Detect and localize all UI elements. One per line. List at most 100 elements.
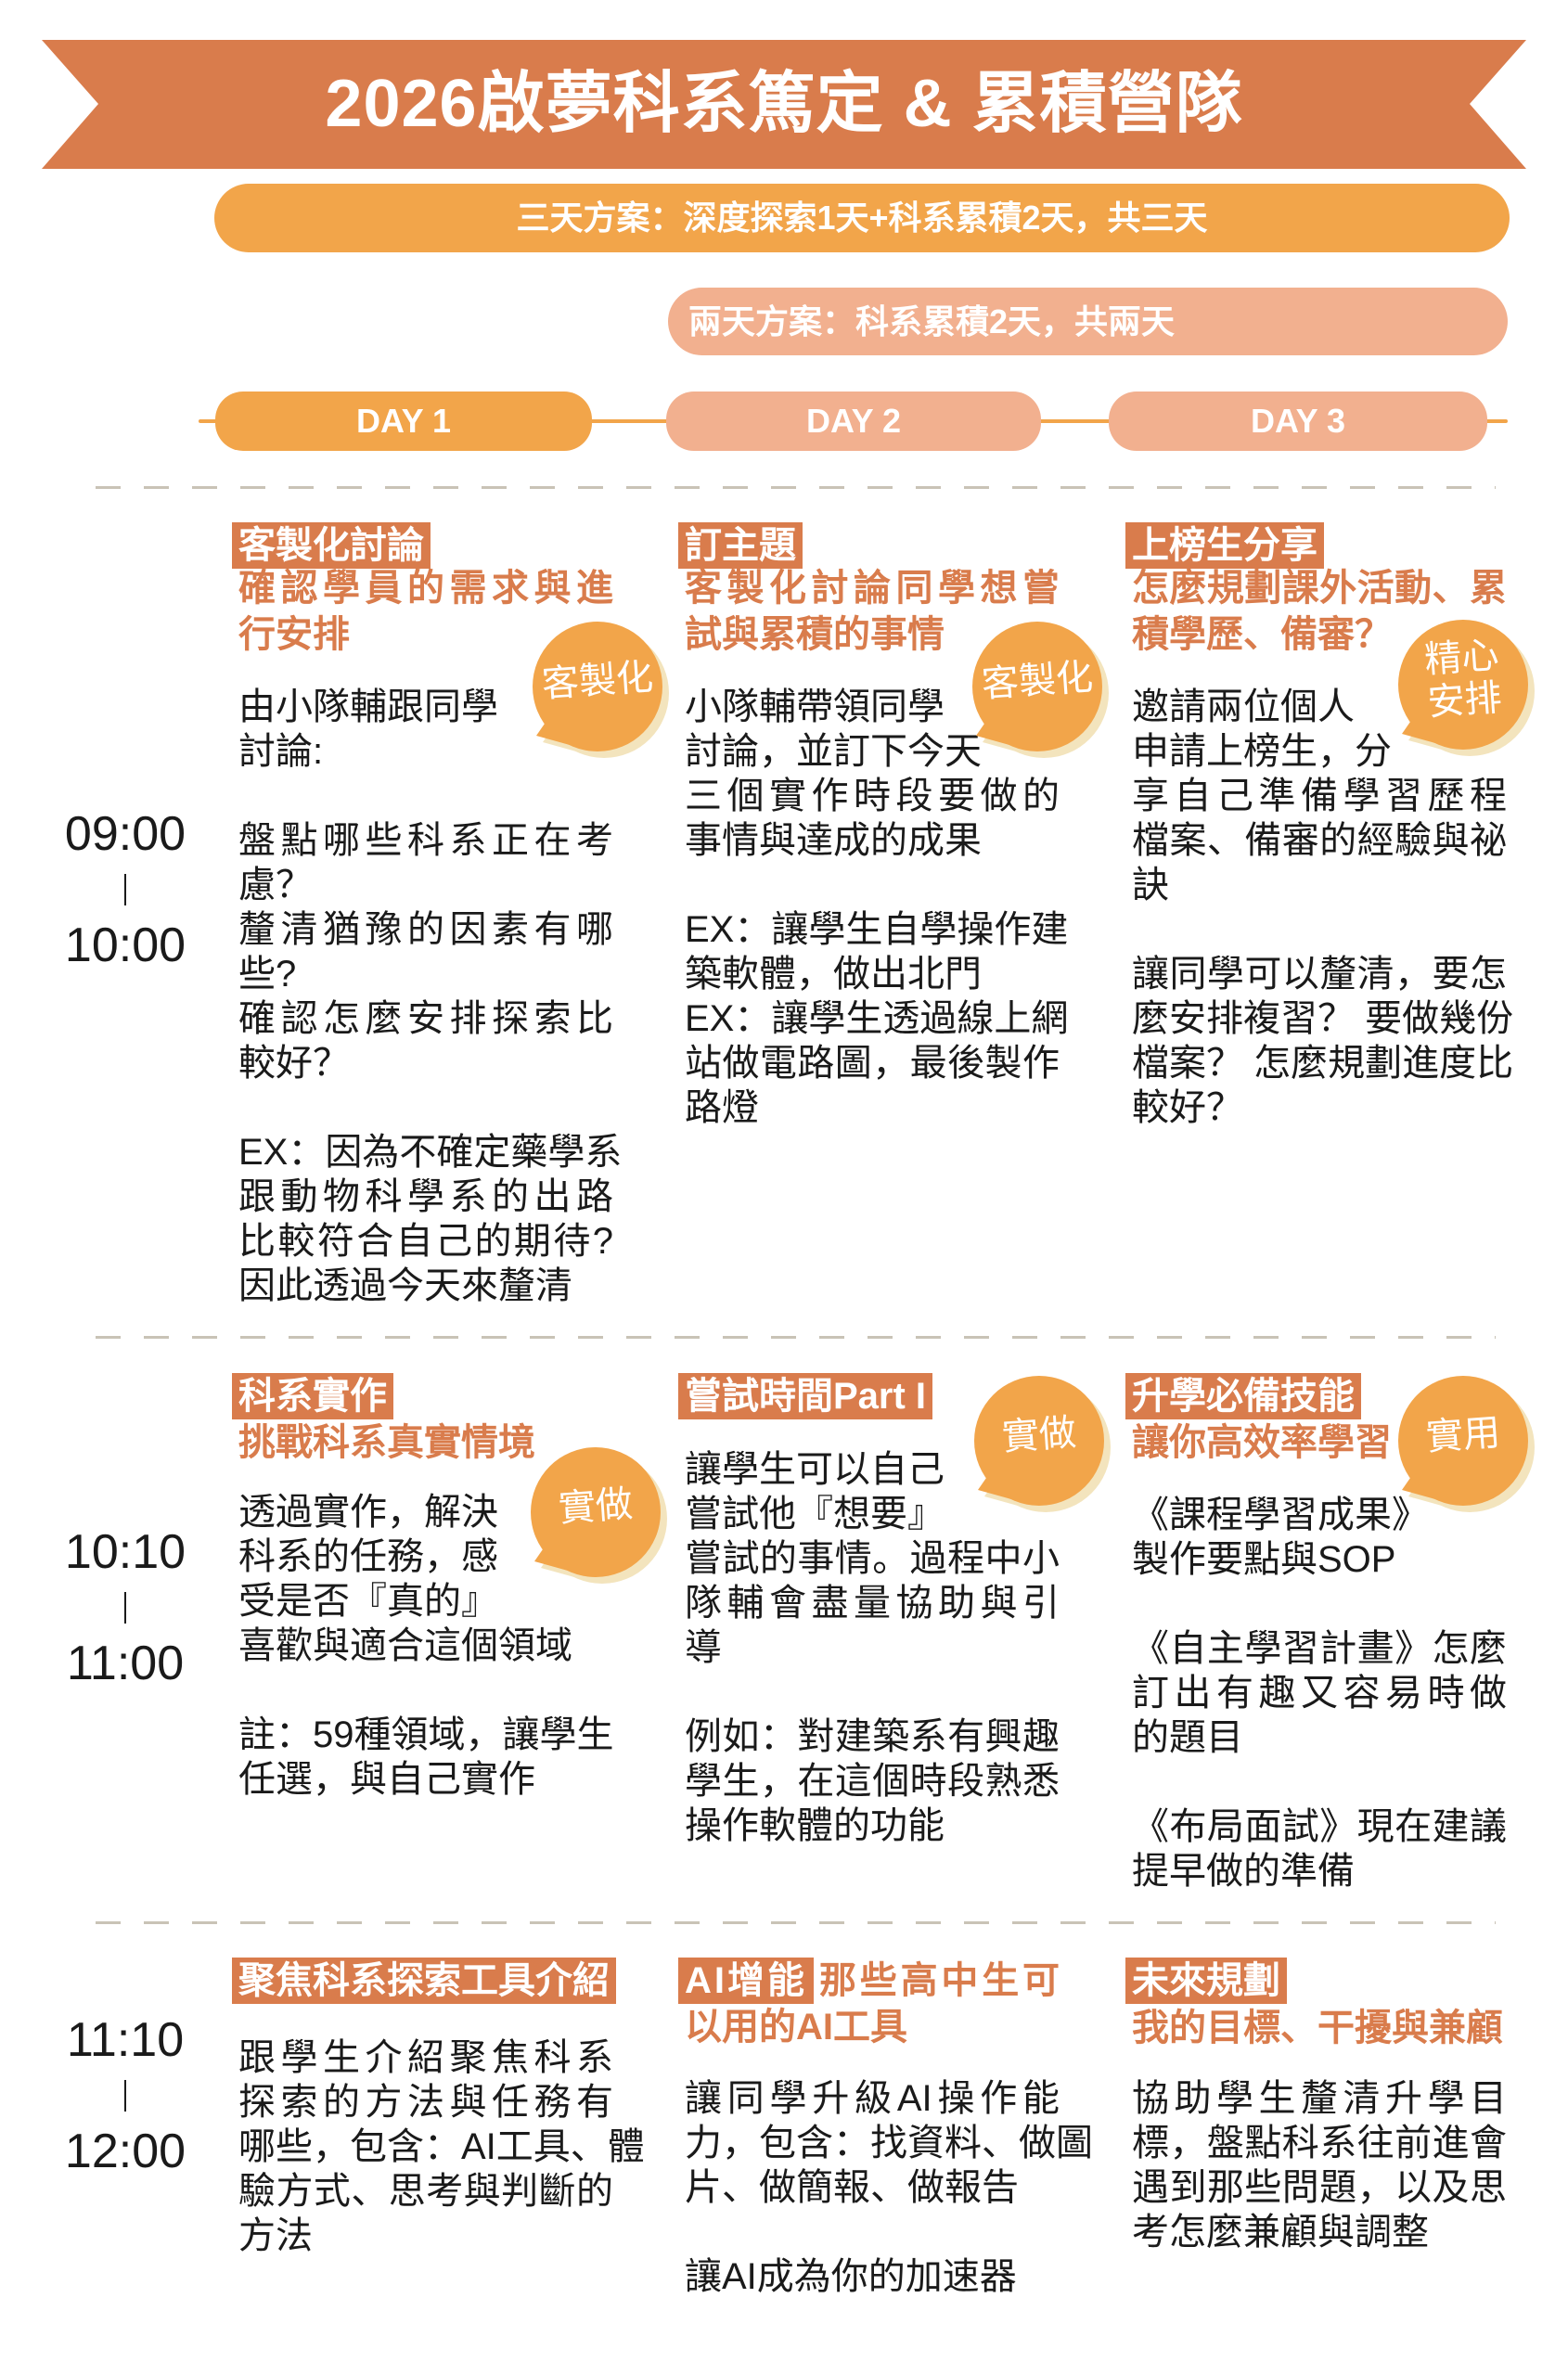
heading-line: 以用的AI工具 (685, 2007, 907, 2048)
bubble-line: 客製化 (540, 655, 655, 707)
bubble-line: 實用 (1424, 1411, 1502, 1459)
heading-line: 行安排 (238, 614, 350, 655)
paragraph: 《自主學習計畫》怎麼 訂出有趣又容易時做 的題目 (1132, 1626, 1507, 1760)
body-line: 標，盤點科系往前進會 (1132, 2123, 1507, 2163)
body-line: 討論，並訂下今天 (685, 731, 982, 772)
body-line: 事情與達成的成果 (685, 820, 982, 861)
speech-bubble-icon (533, 622, 669, 758)
page-title: 2026啟夢科系篤定 & 累積營隊 (325, 67, 1243, 141)
bubble-label: 實用 (1386, 1358, 1541, 1513)
body-line: 《課程學習成果》 (1132, 1495, 1429, 1535)
body-line: 訣 (1132, 865, 1169, 905)
bubble-line: 客製化 (980, 655, 1095, 707)
paragraph: 讓AI成為你的加速器 (685, 2254, 1060, 2299)
body-line: 透過實作，解決 (238, 1492, 498, 1533)
speech-bubble-badge: 實做 (967, 1368, 1125, 1526)
session-description: 透過實作，解決 科系的任務，感 受是否『真的』 喜歡與適合這個領域 註：59種領… (238, 1490, 614, 1802)
session-description: 小隊輔帶領同學 討論，並訂下今天 三個實作時段要做的 事情與達成的成果 EX：讓… (685, 685, 1068, 1130)
day-2-pill: DAY 2 (666, 392, 1041, 451)
day-1-pill: DAY 1 (215, 392, 592, 451)
session-heading-row: AI增能 那些高中生可 (678, 1958, 1060, 2004)
speech-bubble-icon (974, 1376, 1111, 1512)
time-end: 11:00 (66, 1637, 185, 1690)
session-description: 協助學生釐清升學目 標，盤點科系往前進會 遇到那些問題，以及思 考怎麼兼顧與調整 (1132, 2076, 1507, 2254)
bubble-line: 安排 (1426, 676, 1504, 725)
body-line: 討論: (238, 731, 324, 772)
heading-line: 我的目標、干擾與兼顧 (1132, 2008, 1503, 2048)
body-line: 探索的方法與任務有 (238, 2082, 613, 2123)
speech-bubble-badge: 精心 安排 (1391, 612, 1549, 770)
body-line: 方法 (238, 2215, 313, 2256)
paragraph: 跟學生介紹聚焦科系 探索的方法與任務有 哪些，包含：AI工具、體 驗方式、思考與… (238, 2035, 645, 2258)
paragraph: 《布局面試》現在建議 提早做的準備 (1132, 1804, 1507, 1894)
paragraph: 註：59種領域，讓學生 任選，與自己實作 (238, 1713, 614, 1802)
session-tag: 聚焦科系探索工具介紹 (232, 1958, 616, 2004)
body-line: 力，包含：找資料、做圖 (685, 2123, 1093, 2163)
paragraph: 讓同學升級AI操作能 力，包含：找資料、做圖 片、做簡報、做報告 (685, 2076, 1093, 2210)
session-tag: 未來規劃 (1125, 1958, 1287, 2004)
dashed-separator (96, 486, 1496, 489)
session-tag: 訂主題 (678, 522, 803, 569)
time-start: 11:10 (66, 2013, 185, 2067)
speech-bubble-badge: 實做 (523, 1440, 681, 1598)
body-line: 跟學生介紹聚焦科系 (238, 2037, 613, 2078)
body-line: 較好？ (238, 1043, 350, 1084)
body-line: 盤點哪些科系正在考 (238, 820, 613, 861)
body-line: 協助學生釐清升學目 (1132, 2078, 1507, 2119)
heading-line: 客製化討論同學想嘗 (685, 568, 1060, 609)
time-range-divider (51, 1580, 199, 1636)
speech-bubble-icon (1398, 1376, 1535, 1512)
body-line: 站做電路圖，最後製作 (685, 1043, 1060, 1084)
ribbon-shape (42, 40, 1526, 169)
session-heading: 確認學員的需求與進 行安排 (238, 565, 613, 658)
session-description: 讓學生可以自己 嘗試他『想要』 嘗試的事情。過程中小 隊輔會盡量協助與引 導 例… (685, 1447, 1060, 1848)
body-line: 片、做簡報、做報告 (685, 2167, 1019, 2208)
body-line: 《自主學習計畫》怎麼 (1132, 1628, 1507, 1669)
speech-bubble-badge: 實用 (1391, 1368, 1549, 1526)
session-time-range: 11:10 12:00 (51, 2012, 199, 2179)
speech-bubble-icon (972, 622, 1109, 758)
body-line: 跟動物科學系的出路 (238, 1176, 613, 1217)
body-line: 讓同學升級AI操作能 (685, 2078, 1060, 2119)
heading-line: 試與累積的事情 (685, 614, 945, 655)
session-tag: 嘗試時間Part I (678, 1373, 933, 1419)
session-tag: AI增能 (678, 1958, 814, 2004)
body-line: 讓同學可以釐清，要怎 (1132, 954, 1507, 995)
paragraph: 小隊輔帶領同學 討論，並訂下今天 三個實作時段要做的 事情與達成的成果 (685, 685, 1060, 863)
session-time-range: 10:10 11:00 (51, 1524, 199, 1691)
session-description: 《課程學習成果》 製作要點與SOP 《自主學習計畫》怎麼 訂出有趣又容易時做 的… (1132, 1493, 1507, 1894)
heading-line: 那些高中生可 (819, 1960, 1060, 2001)
bubble-label: 客製化 (960, 604, 1115, 759)
heading-line: 怎麼規劃課外活動、累 (1132, 568, 1507, 609)
bubble-line: 實做 (1000, 1411, 1078, 1459)
body-line: 《布局面試》現在建議 (1132, 1806, 1507, 1847)
body-line: 些? (238, 954, 297, 995)
paragraph: EX：讓學生自學操作建 築軟體，做出北門 EX：讓學生透過線上網 站做電路圖，最… (685, 907, 1068, 1130)
time-start: 10:10 (64, 1525, 186, 1579)
speech-bubble-badge: 客製化 (965, 614, 1123, 772)
body-line: 申請上榜生，分 (1132, 731, 1392, 772)
body-line: 哪些，包含：AI工具、體 (238, 2126, 645, 2167)
bubble-label: 實做 (962, 1358, 1117, 1513)
bubble-line: 實做 (557, 1483, 635, 1531)
body-line: 麼安排複習？ 要做幾份 (1132, 998, 1514, 1039)
paragraph: EX：因為不確定藥學系 跟動物科學系的出路 比較符合自己的期待? 因此透過今天來… (238, 1130, 622, 1308)
paragraph: 讓學生可以自己 嘗試他『想要』 嘗試的事情。過程中小 隊輔會盡量協助與引 導 (685, 1447, 1060, 1670)
body-line: 比較符合自己的期待? (238, 1221, 613, 1262)
body-line: 邀請兩位個人 (1132, 687, 1355, 727)
body-line: 考怎麼兼顧與調整 (1132, 2212, 1429, 2253)
dashed-separator (96, 1921, 1496, 1924)
heading-line: 積學歷、備審？ (1132, 614, 1392, 655)
session-tag: 科系實作 (232, 1373, 393, 1419)
body-line: 例如：對建築系有興趣 (685, 1716, 1060, 1757)
bubble-label: 客製化 (521, 604, 675, 759)
paragraph: 邀請兩位個人 申請上榜生，分 享自己準備學習歷程 檔案、備審的經驗與祕 訣 (1132, 685, 1507, 907)
paragraph: 由小隊輔跟同學 討論: (238, 685, 613, 774)
session-description: 跟學生介紹聚焦科系 探索的方法與任務有 哪些，包含：AI工具、體 驗方式、思考與… (238, 2035, 645, 2258)
session-description: 由小隊輔跟同學 討論: 盤點哪些科系正在考 慮？ 釐清猶豫的因素有哪 些? 確認… (238, 685, 622, 1308)
body-line: 嘗試的事情。過程中小 (685, 1538, 1060, 1579)
body-line: 因此透過今天來釐清 (238, 1265, 572, 1306)
session-description: 讓同學升級AI操作能 力，包含：找資料、做圖 片、做簡報、做報告 讓AI成為你的… (685, 2076, 1093, 2299)
time-range-divider (51, 2068, 199, 2124)
two-day-plan-bar: 兩天方案：科系累積2天，共兩天 (668, 288, 1508, 355)
